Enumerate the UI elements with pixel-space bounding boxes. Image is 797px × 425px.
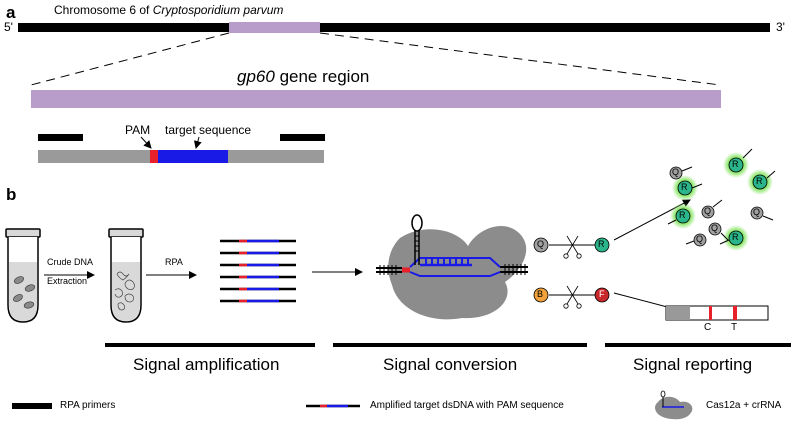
- cleaved-q-label: Q: [711, 223, 719, 233]
- amplification-bar: [105, 343, 315, 347]
- gene-detail: [38, 134, 325, 163]
- strip-c-label: C: [704, 322, 712, 333]
- pam-label: PAM: [125, 123, 151, 137]
- rpa-label: RPA: [165, 257, 183, 267]
- target-sequence-label: target sequence: [165, 123, 252, 137]
- legend-cas-swatch: [655, 390, 693, 420]
- reporter-r-label: R: [598, 239, 605, 249]
- gp60-region-bar: [31, 90, 721, 108]
- panel-b-label: b: [6, 185, 17, 204]
- primer-left: [38, 134, 83, 141]
- cleaved-q-label: Q: [753, 207, 761, 217]
- chromosome-title-prefix: Chromosome 6 of: [54, 3, 150, 17]
- gene-region-italic: gp60: [237, 67, 275, 86]
- legend-cas-label: Cas12a + crRNA: [706, 400, 782, 411]
- cleaved-reporters: [667, 148, 776, 251]
- cleaved-r-label: R: [679, 210, 686, 220]
- cleaved-q-label: Q: [672, 167, 680, 177]
- signal-conversion-label: Signal conversion: [383, 355, 518, 374]
- reporter-bf: [533, 285, 610, 309]
- cleaved-q-label: Q: [704, 206, 712, 216]
- extracted-dna-tube: [108, 228, 144, 323]
- reporting-bar: [605, 343, 791, 347]
- control-line: [709, 306, 712, 320]
- crude-dna-label: Crude DNA: [47, 257, 94, 267]
- extraction-label: Extraction: [47, 276, 88, 286]
- reporter-q-label: Q: [537, 239, 545, 249]
- legend-primer-swatch: [12, 403, 52, 409]
- five-prime-label: 5': [4, 20, 13, 34]
- cleaved-r-label: R: [756, 176, 763, 186]
- cleaved-r-label: R: [732, 232, 739, 242]
- cleaved-r-label: R: [681, 182, 688, 192]
- signal-reporting-label: Signal reporting: [633, 355, 753, 374]
- reporter-b-label: B: [537, 289, 544, 299]
- reporter-qr: [533, 235, 610, 259]
- gene-region-rest: gene region: [279, 67, 370, 86]
- lateral-flow-strip: [665, 305, 769, 321]
- legend-amplified-label: Amplified target dsDNA with PAM sequence: [370, 400, 564, 411]
- reporter-f-label: F: [599, 289, 605, 299]
- strip-t-label: T: [731, 322, 738, 333]
- chromosome-title: Chromosome 6 of Cryptosporidium parvum: [54, 4, 283, 16]
- sample-tube: [5, 228, 41, 323]
- target-segment: [158, 150, 228, 163]
- cleaved-q-label: Q: [696, 234, 704, 244]
- panel-a-label: a: [6, 3, 16, 22]
- cas12a-complex: [376, 214, 528, 320]
- legend-primers-label: RPA primers: [60, 400, 116, 411]
- three-prime-label: 3': [776, 20, 785, 34]
- cleaved-r-label: R: [732, 159, 739, 169]
- chromosome-bar: [18, 22, 770, 33]
- test-line: [733, 306, 737, 320]
- primer-right: [280, 134, 325, 141]
- conversion-bar: [333, 343, 587, 347]
- amplified-dna-stack: [220, 239, 296, 303]
- chromosome-title-species: Cryptosporidium parvum: [152, 3, 284, 17]
- zoom-lines: [30, 32, 721, 86]
- gene-region-title: gp60 gene region: [237, 68, 369, 85]
- signal-amplification-label: Signal amplification: [133, 355, 280, 374]
- pam-segment: [150, 150, 158, 163]
